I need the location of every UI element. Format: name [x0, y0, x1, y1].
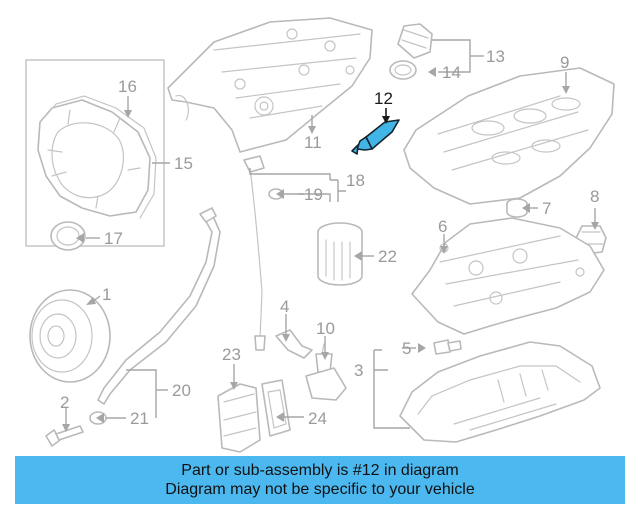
- oil-return-pipe-part[interactable]: [97, 207, 221, 405]
- callout-10: 10: [316, 319, 335, 338]
- timing-cover-part[interactable]: [37, 99, 151, 217]
- timing-cover-group-frame: [25, 59, 165, 247]
- banner-line-disclaimer: Diagram may not be specific to your vehi…: [165, 481, 475, 498]
- dipstick-tube-part[interactable]: [243, 155, 266, 351]
- cap-seal-part[interactable]: [389, 60, 417, 80]
- callout-9: 9: [560, 53, 569, 72]
- callout-19: 19: [304, 185, 323, 204]
- valve-cover-part[interactable]: [167, 17, 373, 153]
- callout-24: 24: [308, 409, 327, 428]
- callout-leaders: [65, 39, 596, 429]
- oil-filter-part[interactable]: [317, 222, 363, 286]
- callout-8: 8: [590, 187, 599, 206]
- callout-arrowheads: [62, 67, 599, 432]
- callout-21: 21: [130, 409, 149, 428]
- callout-20: 20: [172, 381, 191, 400]
- plug-part[interactable]: [506, 198, 528, 218]
- callout-5: 5: [402, 339, 411, 358]
- callout-11: 11: [304, 133, 322, 152]
- callout-22: 22: [378, 247, 397, 266]
- exploded-parts-diagram: 16 15 17 11 13 14 9 12 18 19 22 6 7 8 1 …: [25, 17, 615, 453]
- bedplate-part[interactable]: [403, 67, 615, 205]
- callout-1: 1: [102, 285, 111, 304]
- callout-4: 4: [280, 297, 289, 316]
- callout-18: 18: [346, 171, 365, 190]
- pulley-bolt-part[interactable]: [45, 425, 84, 447]
- upper-oil-pan-part[interactable]: [411, 217, 605, 335]
- callout-17: 17: [104, 229, 123, 248]
- callout-3: 3: [354, 361, 363, 380]
- oil-cooler-part[interactable]: [217, 383, 261, 453]
- callout-6: 6: [438, 217, 447, 236]
- drain-plug-part[interactable]: [433, 339, 462, 355]
- callout-15: 15: [174, 154, 193, 173]
- callout-13: 13: [486, 47, 505, 66]
- callout-16: 16: [118, 77, 137, 96]
- callout-23: 23: [222, 345, 241, 364]
- highlighted-callout-arrowhead: [382, 116, 390, 124]
- highlighted-sealant-tube-part[interactable]: [351, 119, 400, 155]
- lower-oil-pan-part[interactable]: [399, 341, 601, 443]
- sensor-bracket-part[interactable]: [275, 329, 313, 359]
- callout-2: 2: [60, 393, 69, 412]
- callout-12-highlighted: 12: [374, 89, 393, 108]
- oil-filler-cap-part[interactable]: [397, 23, 433, 59]
- cooler-gasket-part[interactable]: [261, 379, 291, 437]
- timing-cover-gasket[interactable]: [43, 95, 157, 219]
- callout-7: 7: [542, 199, 551, 218]
- callout-14: 14: [442, 63, 461, 82]
- seal-ring-part[interactable]: [50, 221, 86, 251]
- banner-line-part-number: Part or sub-assembly is #12 in diagram: [181, 462, 459, 479]
- crankshaft-pulley-part[interactable]: [29, 289, 111, 383]
- part-info-banner: Part or sub-assembly is #12 in diagram D…: [15, 456, 625, 504]
